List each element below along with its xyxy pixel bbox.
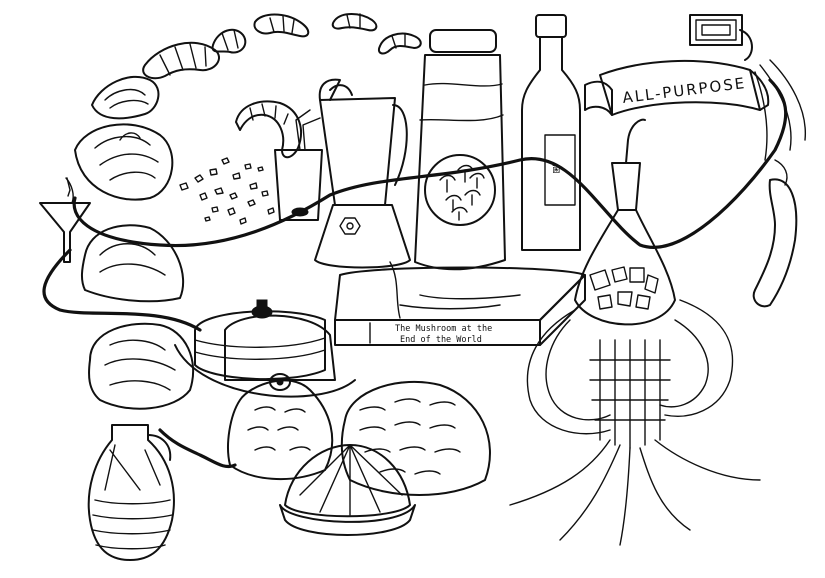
all-purpose-banner: ALL-PURPOSE: [584, 59, 770, 116]
book: The Mushroom at the End of the World: [334, 261, 586, 346]
tassel-ribbons: [752, 59, 806, 308]
shrimp: [235, 100, 302, 159]
oyster-shell-lower-left: [88, 322, 195, 410]
book-title-line1: The Mushroom at the: [395, 324, 492, 334]
oil-cruet: [574, 118, 676, 326]
oyster-shell-mid: [81, 224, 185, 303]
scattered-flakes: [179, 157, 275, 225]
mushroom-jar: [414, 29, 506, 271]
cable-line-lower: [42, 248, 202, 332]
cable-line-bottom: [158, 428, 237, 469]
lace-jellyfish: [509, 299, 761, 546]
croissant-shapes: [142, 13, 422, 80]
sauce-bottle: 菌: [521, 14, 581, 251]
bottle-label-glyph: 菌: [552, 164, 561, 175]
moka-pot: [314, 78, 411, 269]
pancake-stack: [174, 299, 356, 398]
funnel: [39, 177, 91, 263]
spiral-sign: [689, 14, 753, 61]
shell-large-right: [340, 381, 491, 496]
cable-line: [72, 78, 788, 249]
shell-middle: [227, 373, 334, 480]
jug: [87, 424, 175, 561]
bundt-cake: [279, 444, 416, 536]
oyster-shells-left: [74, 75, 174, 201]
book-title-line2: End of the World: [400, 335, 482, 345]
drinking-glass: [274, 109, 323, 221]
